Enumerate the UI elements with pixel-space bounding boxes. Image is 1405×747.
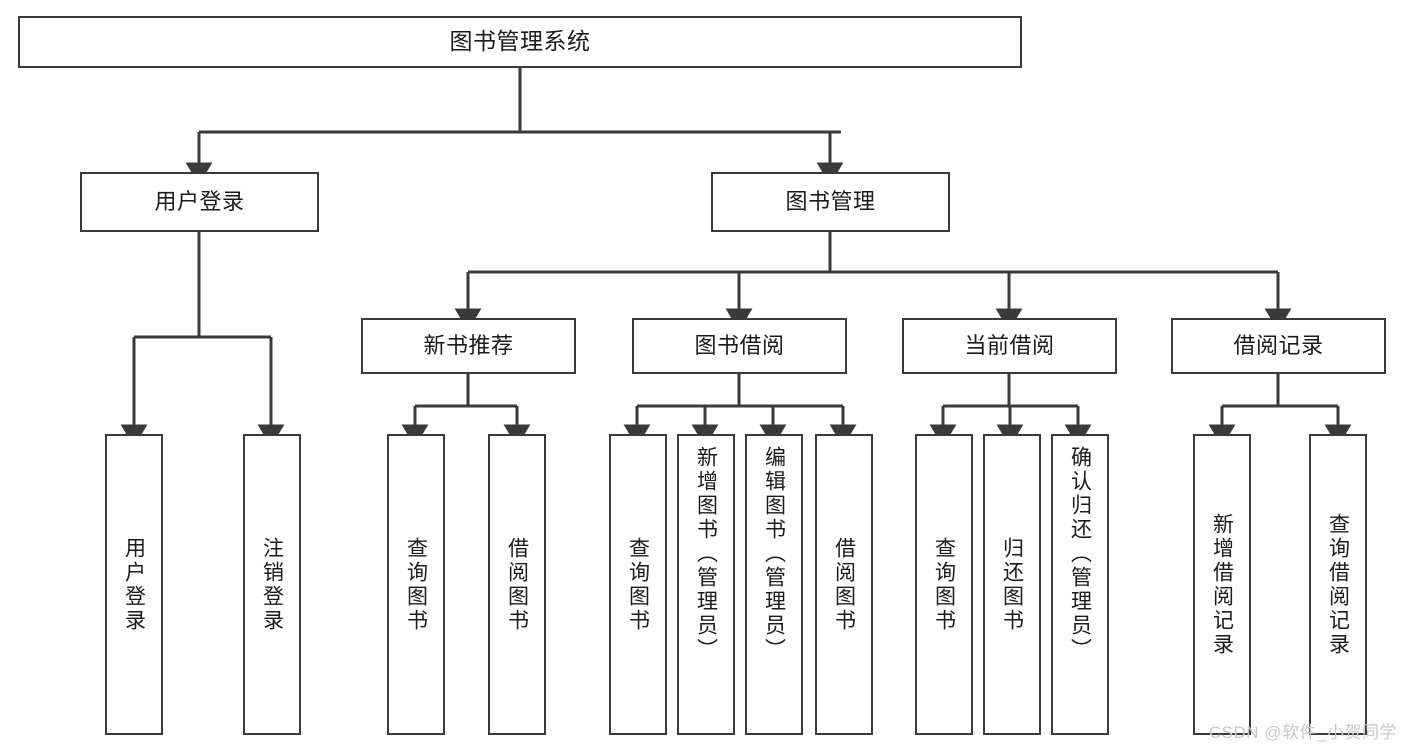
- node-borrow-records[interactable]: 借阅记录: [1171, 318, 1386, 374]
- leaf-query-borrow-record[interactable]: 查询借阅记录: [1309, 434, 1367, 735]
- leaf-user-login-label: 用户登录: [122, 536, 146, 633]
- node-root[interactable]: 图书管理系统: [18, 16, 1022, 68]
- leaf-logout-label: 注销登录: [260, 536, 284, 633]
- leaf-return-book-label: 归还图书: [1000, 536, 1024, 633]
- leaf-add-book-admin-label: 新增图书（管理员）: [694, 446, 718, 662]
- node-user-login-label: 用户登录: [154, 188, 245, 214]
- leaf-edit-book-admin-label: 编辑图书（管理员）: [762, 446, 786, 662]
- leaf-edit-book-admin[interactable]: 编辑图书（管理员）: [745, 434, 803, 735]
- node-current-borrow[interactable]: 当前借阅: [902, 318, 1117, 374]
- leaf-borrow-book-1-label: 借阅图书: [505, 536, 529, 633]
- leaf-query-book-1[interactable]: 查询图书: [387, 434, 445, 735]
- leaf-return-book[interactable]: 归还图书: [983, 434, 1041, 735]
- leaf-query-borrow-record-label: 查询借阅记录: [1326, 512, 1350, 657]
- leaf-query-book-3-label: 查询图书: [932, 536, 956, 633]
- node-current-borrow-label: 当前借阅: [964, 332, 1055, 358]
- node-new-book-recommend-label: 新书推荐: [423, 332, 514, 358]
- node-user-login[interactable]: 用户登录: [80, 172, 319, 232]
- node-borrow-records-label: 借阅记录: [1233, 332, 1324, 358]
- leaf-borrow-book-2[interactable]: 借阅图书: [815, 434, 873, 735]
- leaf-confirm-return-admin[interactable]: 确认归还（管理员）: [1051, 434, 1109, 735]
- leaf-query-book-2-label: 查询图书: [626, 536, 650, 633]
- leaf-query-book-1-label: 查询图书: [404, 536, 428, 633]
- node-new-book-recommend[interactable]: 新书推荐: [361, 318, 576, 374]
- leaf-borrow-book-2-label: 借阅图书: [832, 536, 856, 633]
- leaf-logout[interactable]: 注销登录: [243, 434, 301, 735]
- leaf-add-borrow-record-label: 新增借阅记录: [1210, 512, 1234, 657]
- node-book-borrow-label: 图书借阅: [694, 332, 785, 358]
- leaf-query-book-2[interactable]: 查询图书: [609, 434, 667, 735]
- node-book-management-label: 图书管理: [785, 188, 876, 214]
- leaf-query-book-3[interactable]: 查询图书: [915, 434, 973, 735]
- leaf-user-login[interactable]: 用户登录: [105, 434, 163, 735]
- node-root-label: 图书管理系统: [449, 28, 591, 55]
- leaf-confirm-return-admin-label: 确认归还（管理员）: [1068, 446, 1092, 662]
- node-book-borrow[interactable]: 图书借阅: [632, 318, 847, 374]
- leaf-add-borrow-record[interactable]: 新增借阅记录: [1193, 434, 1251, 735]
- node-book-management[interactable]: 图书管理: [711, 172, 950, 232]
- leaf-add-book-admin[interactable]: 新增图书（管理员）: [677, 434, 735, 735]
- watermark: CSDN @软件_小贺同学: [1208, 723, 1397, 742]
- leaf-borrow-book-1[interactable]: 借阅图书: [488, 434, 546, 735]
